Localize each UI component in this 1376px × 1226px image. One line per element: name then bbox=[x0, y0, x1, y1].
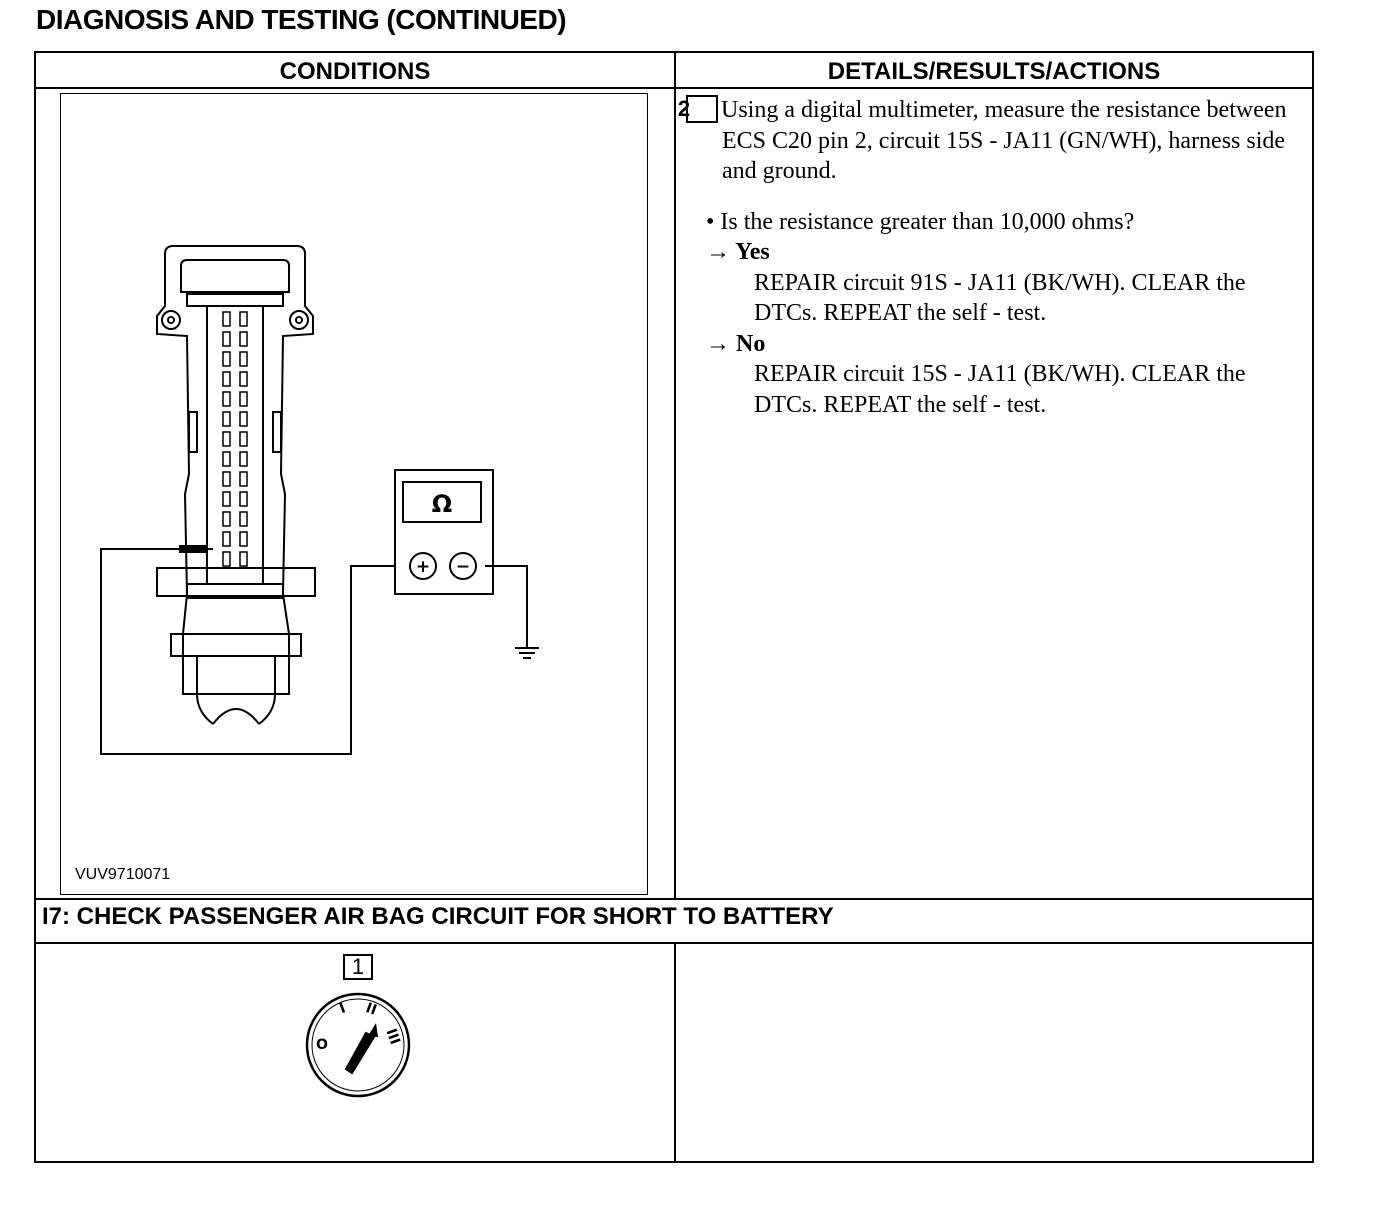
section-i7-step-badge: 1 bbox=[343, 954, 373, 980]
probe-minus-icon bbox=[449, 552, 477, 580]
pin-cavities bbox=[222, 311, 248, 567]
details-header: DETAILS/RESULTS/ACTIONS bbox=[827, 58, 1161, 85]
ground-icon bbox=[515, 647, 539, 659]
ignition-key-pointer-icon bbox=[344, 1031, 376, 1075]
probe-plus-icon bbox=[409, 552, 437, 580]
connector-hood bbox=[156, 245, 314, 695]
conditions-header: CONDITIONS bbox=[279, 58, 431, 85]
probe-minus-label: − bbox=[456, 557, 470, 577]
figure-id: VUV9710071 bbox=[75, 866, 171, 883]
column-divider-lower bbox=[674, 942, 676, 1161]
probe-tip bbox=[179, 545, 207, 553]
multimeter-body bbox=[394, 469, 494, 595]
step-number-badge: 2 bbox=[678, 95, 718, 123]
page-title: DIAGNOSIS AND TESTING (CONTINUED) bbox=[36, 4, 567, 35]
ohm-symbol: Ω bbox=[432, 490, 452, 518]
connector-measurement-figure: Ω + − VUV9710071 bbox=[60, 93, 648, 895]
ignition-switch-icon: O I II III bbox=[305, 992, 411, 1098]
lead-to-ground bbox=[485, 565, 528, 648]
column-divider-upper bbox=[674, 53, 676, 898]
section-divider-top bbox=[36, 898, 1312, 900]
switch-position-iii: III bbox=[382, 1027, 402, 1047]
multimeter-display bbox=[402, 481, 482, 523]
switch-position-i: I bbox=[337, 1000, 347, 1017]
yes-label: → Yes bbox=[706, 239, 770, 265]
switch-position-off: O bbox=[316, 1037, 328, 1053]
no-action: REPAIR circuit 15S - JA11 (BK/WH). CLEAR… bbox=[754, 361, 1246, 418]
resistance-question: • Is the resistance greater than 10,000 … bbox=[706, 208, 1135, 235]
diagnosis-table: CONDITIONS DETAILS/RESULTS/ACTIONS bbox=[34, 51, 1314, 1163]
step-2-instruction: Using a digital multimeter, measure the … bbox=[721, 97, 1287, 184]
probe-plus-label: + bbox=[416, 557, 430, 577]
multimeter-connector-diagram: Ω + − bbox=[100, 245, 539, 755]
yes-action: REPAIR circuit 91S - JA11 (BK/WH). CLEAR… bbox=[754, 269, 1246, 327]
lead-to-pin bbox=[100, 548, 395, 755]
section-i7-title: I7: CHECK PASSENGER AIR BAG CIRCUIT FOR … bbox=[42, 903, 834, 930]
no-label: → No bbox=[706, 330, 766, 357]
switch-position-ii: II bbox=[364, 1000, 379, 1019]
